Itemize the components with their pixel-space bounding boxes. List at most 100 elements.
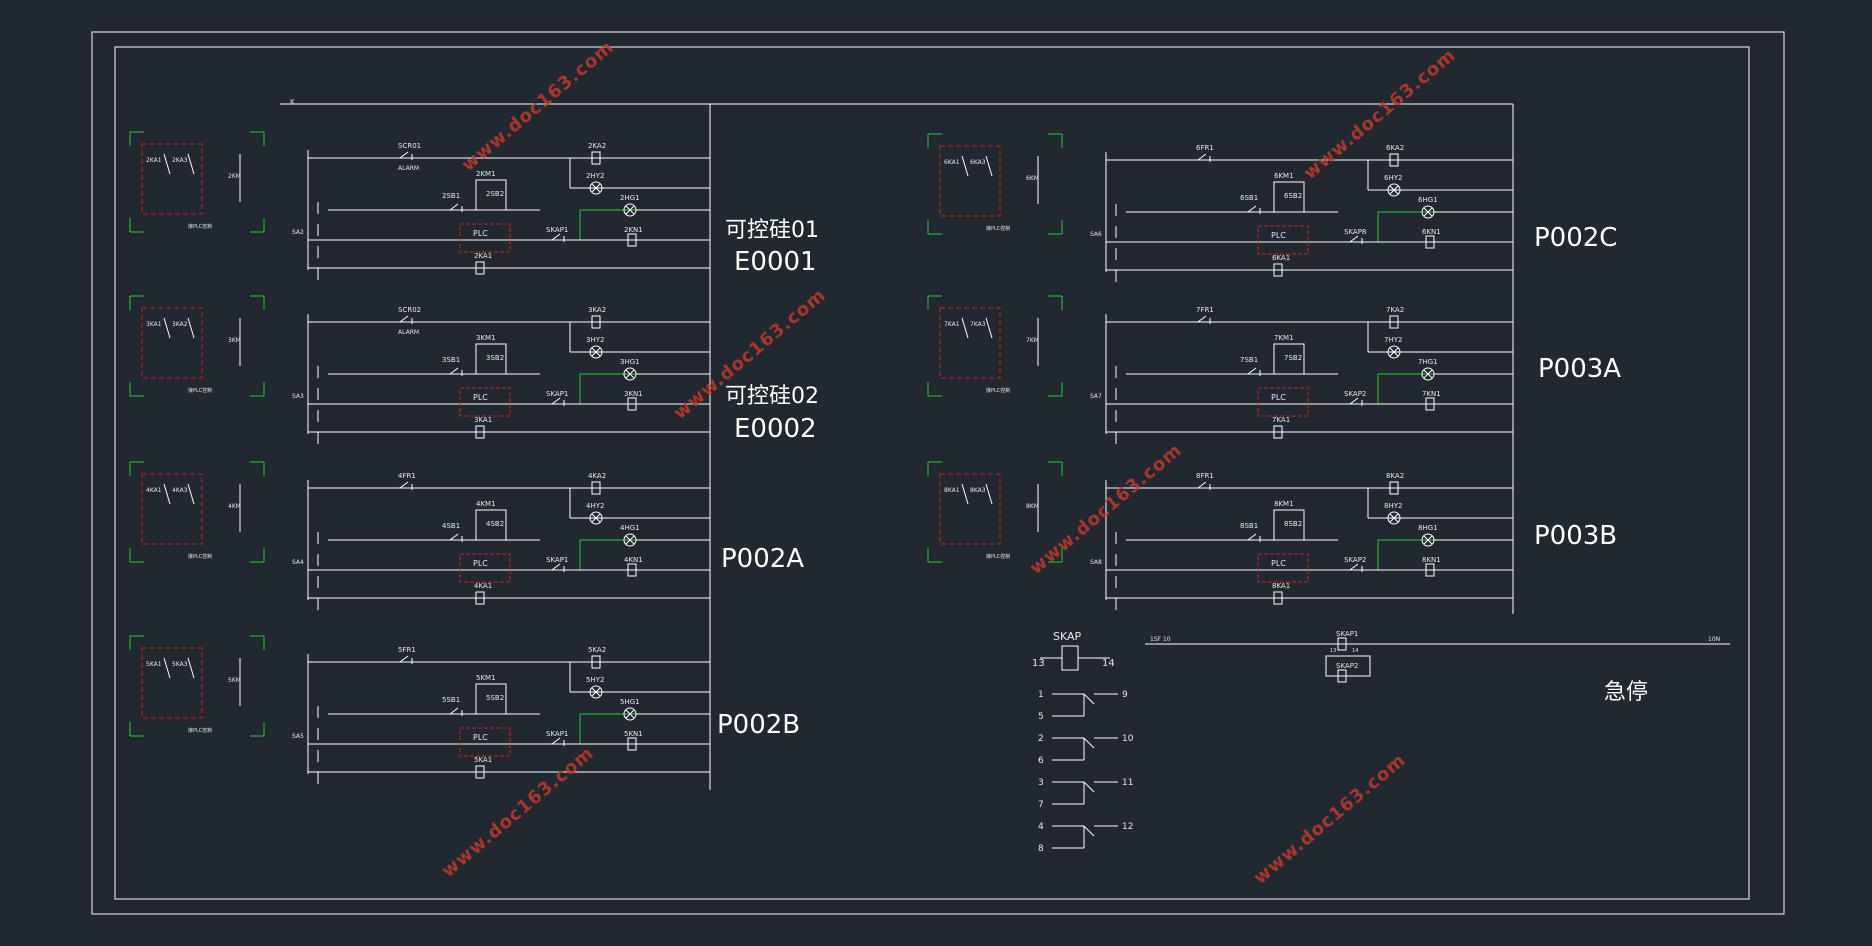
sb1-contact (1247, 367, 1257, 375)
side-caption: 接PLC控制 (986, 387, 1010, 394)
sa-label: SA6 (1090, 231, 1102, 238)
kn1-coil (1425, 235, 1435, 249)
skap-label: SKAP1 (546, 390, 568, 398)
hg1-label: 6HG1 (1418, 196, 1438, 204)
skap-pin-left: 1 (1038, 690, 1044, 700)
hy2-lamp (589, 181, 603, 195)
estop-r2: SKAP2 (1336, 662, 1358, 670)
label-layer: 可控硅01 E0001 可控硅02 E0002 P002A P002B P002… (290, 98, 1648, 740)
sb2-label: 3SB2 (486, 354, 504, 362)
skap-contact (1349, 563, 1359, 571)
skap-pin-left: 2 (1038, 734, 1044, 744)
plc-label: PLC (473, 733, 488, 742)
skap-left: 13 (1032, 658, 1045, 669)
lamp-cross (1423, 369, 1433, 379)
lamp-cross (1389, 347, 1399, 357)
ka1-coil (475, 425, 485, 439)
label-e0002: E0002 (734, 414, 817, 444)
ka1-label: 4KA1 (474, 582, 492, 590)
hy2-lamp (589, 685, 603, 699)
relay-small-label: 6KM (1026, 175, 1039, 182)
plc-label: PLC (473, 559, 488, 568)
skap-pin-left: 4 (1038, 822, 1044, 832)
skap-pin-left: 7 (1038, 800, 1044, 810)
relay-contact (163, 317, 171, 339)
ka2-label: 7KA2 (1386, 306, 1404, 314)
kn1-coil (627, 397, 637, 411)
km1-hold (475, 343, 507, 375)
skap-pin-contact (1083, 737, 1095, 749)
ka2-coil (591, 655, 601, 669)
kn1-label: 2KN1 (624, 226, 643, 234)
skap-contact (1349, 235, 1359, 243)
km1-hold (1273, 343, 1305, 375)
skap-contact (1349, 397, 1359, 405)
relay-box (141, 307, 203, 379)
ka1-label: 7KA1 (1272, 416, 1290, 424)
plc-label: PLC (1271, 231, 1286, 240)
relay-box (141, 647, 203, 719)
side-caption: 接PLC控制 (188, 553, 212, 560)
sa-label: SA7 (1090, 393, 1102, 400)
row1-contact (399, 655, 409, 663)
plc-box (459, 727, 511, 757)
ka2-coil (1389, 153, 1399, 167)
lamp-cross (591, 347, 601, 357)
label-p003b: P003B (1534, 521, 1617, 551)
skap-contact (551, 737, 561, 745)
relay-label-1: 6KA1 (944, 159, 960, 166)
outer-frame (91, 31, 1785, 915)
plc-box (1257, 553, 1309, 583)
skap-label: SKAP1 (546, 556, 568, 564)
row1-contact (1197, 481, 1207, 489)
inner-frame (114, 46, 1750, 900)
skap-coil (1061, 645, 1079, 671)
skap-label: SKAP1 (546, 226, 568, 234)
row1-label: SCR01 (398, 142, 421, 150)
sb1-contact (449, 707, 459, 715)
relay-contact (985, 155, 993, 177)
plc-label: PLC (473, 393, 488, 402)
side-caption: 接PLC控制 (986, 225, 1010, 232)
ka1-coil (1273, 263, 1283, 277)
ka2-coil (1389, 481, 1399, 495)
relay-small-label: 2KM (228, 173, 241, 180)
sb1-contact (1247, 533, 1257, 541)
plc-label: PLC (473, 229, 488, 238)
watermark-2: www.doc163.com (1300, 45, 1460, 184)
relay-label-2: 7KA3 (970, 321, 986, 328)
sb2-label: 8SB2 (1284, 520, 1302, 528)
relay-box (939, 473, 1001, 545)
estop-right: 10N (1708, 636, 1720, 643)
ka2-coil (591, 481, 601, 495)
label-estop: 急停 (1604, 680, 1648, 705)
side-caption: 接PLC控制 (188, 727, 212, 734)
relay-label-2: 2KA3 (172, 157, 188, 164)
ka2-label: 8KA2 (1386, 472, 1404, 480)
skap-pin-right: 11 (1122, 778, 1133, 788)
hy2-label: 2HY2 (586, 172, 604, 180)
lamp-cross (1423, 207, 1433, 217)
relay-contact (961, 483, 969, 505)
row1-label: 6FR1 (1196, 144, 1214, 152)
relay-contact (187, 153, 195, 175)
km1-hold (1273, 509, 1305, 541)
hy2-label: 6HY2 (1384, 174, 1402, 182)
relay-label-1: 7KA1 (944, 321, 960, 328)
watermark-6: www.doc163.com (1250, 750, 1410, 889)
row1-contact (1197, 315, 1207, 323)
label-p002c: P002C (1534, 223, 1617, 253)
skap-contact (551, 397, 561, 405)
km1-label: 2KM1 (476, 170, 496, 178)
hy2-lamp (589, 345, 603, 359)
relay-label-2: 6KA3 (970, 159, 986, 166)
skap-pin-right: 12 (1122, 822, 1133, 832)
relay-label-2: 5KA3 (172, 661, 188, 668)
km1-hold (1273, 181, 1305, 213)
kn1-coil (627, 563, 637, 577)
plc-box (459, 553, 511, 583)
